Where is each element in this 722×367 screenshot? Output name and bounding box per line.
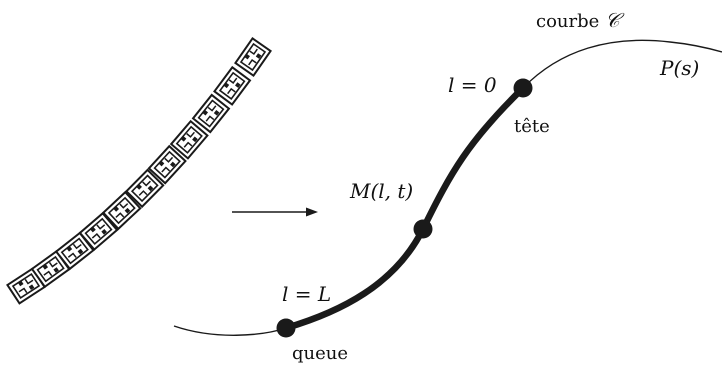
robot-module [101, 190, 142, 231]
tail-point [276, 318, 296, 338]
snake-robot-chain [6, 37, 272, 305]
parametrization-label: P(s) [659, 56, 699, 80]
robot-module [234, 37, 272, 77]
robot-module [6, 267, 46, 305]
curve-label: courbe 𝒞 [536, 8, 625, 32]
tail-param-label: l = L [282, 282, 331, 306]
robot-module [125, 168, 165, 209]
head-point [513, 78, 533, 98]
right-arrow [232, 207, 318, 217]
robot-module [78, 211, 119, 251]
head-label: tête [514, 116, 550, 137]
robot-module [191, 93, 231, 134]
robot-module [213, 65, 252, 106]
robot-module [30, 250, 71, 289]
middle-point-label: M(l, t) [349, 179, 413, 203]
head-param-label: l = 0 [448, 73, 497, 97]
robot-module [54, 231, 95, 271]
middle-point [413, 219, 433, 239]
tail-label: queue [292, 343, 348, 364]
robot-module [147, 144, 187, 185]
robot-module [169, 119, 209, 160]
